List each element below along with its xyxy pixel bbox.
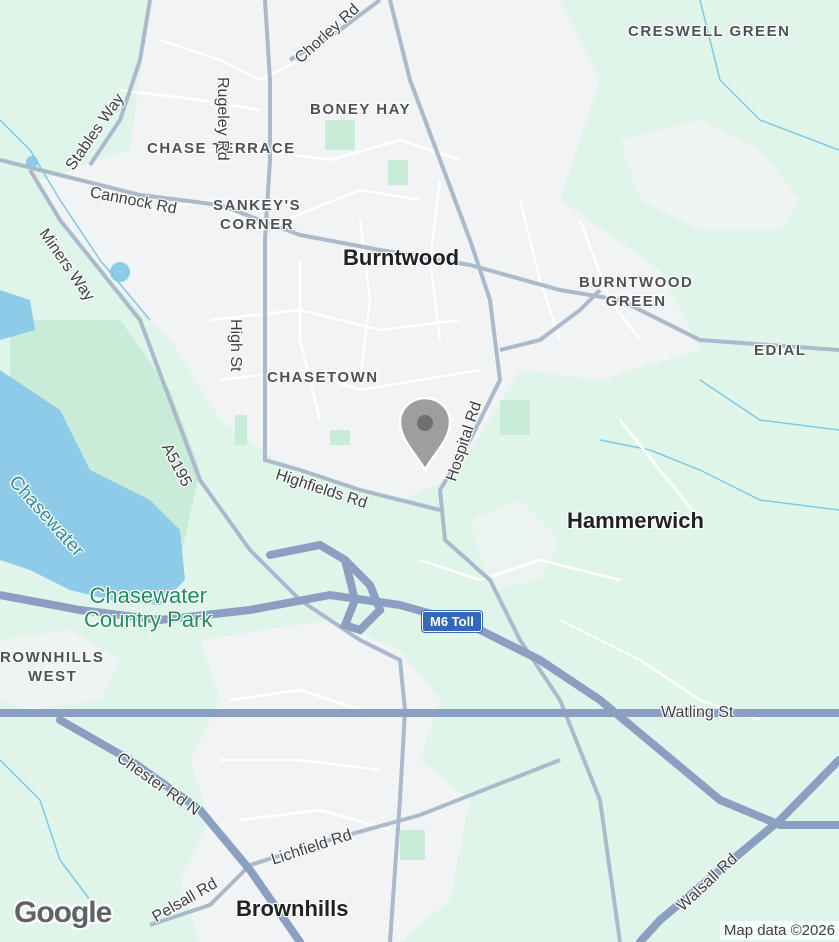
road-label-high-st: High St	[227, 319, 244, 372]
district-label-sankeys-corner: SANKEY'S CORNER	[213, 196, 301, 234]
town-label-burntwood: Burntwood	[343, 245, 460, 270]
district-label-sankeys-corner-line2: CORNER	[220, 216, 295, 233]
district-label-burntwood-green: BURNTWOOD GREEN	[579, 273, 693, 311]
district-label-chasetown: CHASETOWN	[267, 369, 379, 386]
district-label-chase-terrace: CHASE TERRACE	[147, 140, 296, 157]
district-label-edial: EDIAL	[754, 342, 807, 359]
park-label-chasewater-country-park: Chasewater Country Park	[84, 584, 212, 632]
water-bodies	[0, 156, 185, 605]
district-label-burntwood-green-line1: BURNTWOOD	[579, 274, 694, 291]
park-label-line2: Country Park	[84, 607, 213, 632]
minor-roads	[119, 38, 761, 832]
park-label-line1: Chasewater	[89, 583, 207, 608]
district-label-creswell-green: CRESWELL GREEN	[628, 23, 791, 40]
district-label-sankeys-corner-line1: SANKEY'S	[213, 197, 302, 214]
road-label-rugeley-rd: Rugeley Rd	[214, 77, 231, 161]
district-label-brownhills-west-line1: ROWNHILLS	[0, 649, 105, 666]
town-label-brownhills: Brownhills	[236, 896, 349, 921]
chasewater-reservoir	[0, 370, 185, 605]
town-label-hammerwich: Hammerwich	[567, 508, 704, 533]
location-pin	[398, 396, 452, 473]
district-label-brownhills-west-line2: WEST	[28, 668, 78, 685]
district-label-burntwood-green-line2: GREEN	[605, 293, 667, 310]
google-logo[interactable]: Google	[14, 896, 112, 929]
road-label-watling-st: Watling St	[661, 704, 734, 721]
map-attribution[interactable]: Map data ©2026	[719, 921, 839, 940]
district-label-brownhills-west: ROWNHILLS WEST	[0, 648, 104, 686]
district-label-boney-hay: BONEY HAY	[310, 101, 412, 118]
streams	[0, 0, 839, 901]
motorway-shield-m6-toll: M6 Toll	[422, 611, 482, 632]
